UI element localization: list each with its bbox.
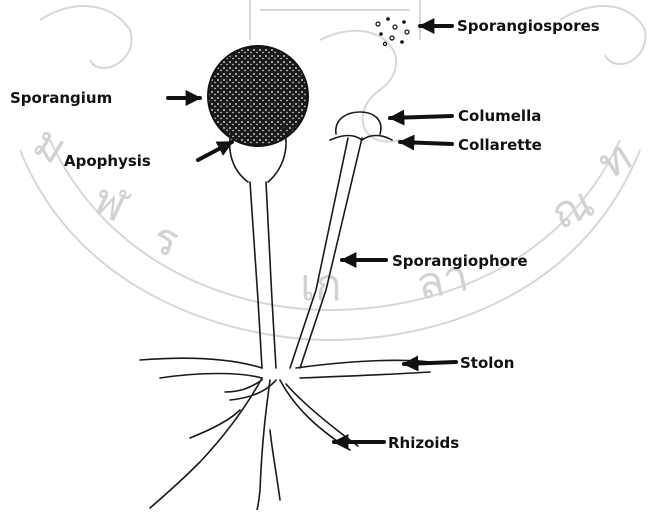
sporangiophore-left <box>250 182 276 368</box>
arrow-stolon <box>404 362 456 364</box>
label-sporangium: Sporangium <box>10 89 112 107</box>
sporangiophore-right <box>290 138 362 368</box>
label-collarette: Collarette <box>458 136 542 154</box>
columella-shape <box>336 112 381 134</box>
arrow-apophysis <box>198 142 232 160</box>
sporangiospores-cluster <box>376 17 409 45</box>
stolon-shape <box>140 358 430 378</box>
sporangium-body <box>208 46 308 146</box>
label-stolon: Stolon <box>460 354 514 372</box>
collarette-shape <box>330 136 392 141</box>
rhizoids-shape <box>150 378 358 510</box>
arrow-columella <box>390 116 452 118</box>
label-apophysis: Apophysis <box>64 152 151 170</box>
svg-text:ฬ: ฬ <box>85 174 136 234</box>
label-sporangiospores: Sporangiospores <box>457 17 600 35</box>
label-columella: Columella <box>458 107 541 125</box>
arrow-collarette <box>400 142 452 144</box>
label-sporangiophore: Sporangiophore <box>392 252 528 270</box>
watermark-seal: ม ฬ ร เก ลา ณ ท <box>20 0 645 340</box>
label-rhizoids: Rhizoids <box>388 434 459 452</box>
svg-text:ร: ร <box>147 212 185 268</box>
